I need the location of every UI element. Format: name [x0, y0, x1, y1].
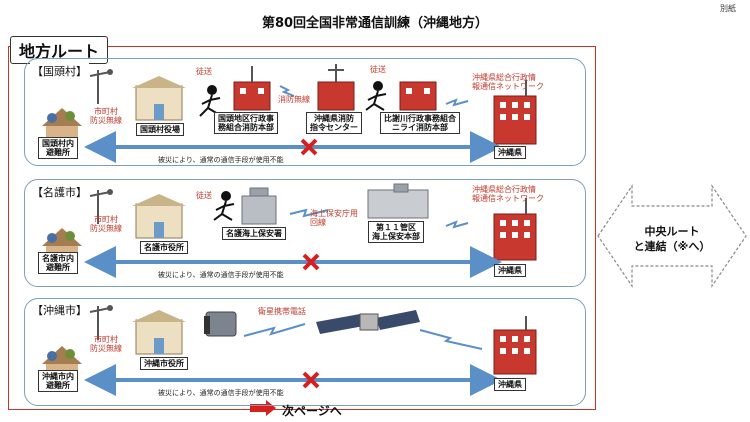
pref-network-label-2: 沖縄県総合行政情 報通信ネットワーク: [472, 185, 544, 203]
radio-label-3: 市町村 防災無線: [90, 335, 122, 353]
satellite-phone-label: 衛星携帯電話: [258, 307, 306, 316]
central-route-arrow: [597, 184, 747, 288]
okinawa-office-icon: [132, 310, 186, 355]
radio-label-2: 市町村 防災無線: [90, 215, 122, 233]
cross-mark-1: [300, 138, 318, 156]
coast-guard-office-icon: [241, 187, 277, 225]
antenna-icon-2: [89, 189, 113, 224]
fire-radio-label: 消防無線: [278, 95, 310, 104]
antenna-icon-3: [89, 305, 113, 340]
satellite-icon: [316, 310, 420, 334]
pref-label-3: 沖縄県: [494, 378, 526, 392]
cg-radio-label: 海上保安庁用 回線: [310, 209, 358, 227]
panel-nago: [24, 179, 586, 287]
fire-center-label: 沖縄県消防 指令センター: [306, 112, 362, 135]
radio-wave-4: [445, 220, 469, 229]
region-label-okinawa: 【沖縄市】: [30, 302, 89, 318]
nirai-station-icon: [399, 81, 437, 111]
attachment-label: 別紙: [720, 4, 736, 13]
region-label-nago: 【名護市】: [30, 184, 89, 200]
panel-kunigami: [24, 58, 586, 166]
delivery-label-3: 徒送: [196, 191, 212, 200]
radio-wave-1: [279, 85, 295, 97]
pref-network-label-1: 沖縄県総合行政情 報通信ネットワーク: [472, 73, 544, 91]
route-label: 地方ルート: [10, 36, 109, 64]
fire-center-icon: [317, 64, 355, 111]
satellite-phone-icon: [204, 311, 237, 337]
radio-wave-3: [289, 208, 329, 218]
delivery-label-2: 徒送: [370, 65, 386, 74]
next-page-arrow-icon: [250, 400, 276, 416]
nago-office-icon: [132, 194, 186, 239]
disaster-note-1: 被災により、通常の通信手段が使用不能: [158, 156, 284, 164]
nago-office-label: 名護市役所: [140, 241, 188, 255]
radio-wave-5: [243, 323, 306, 337]
next-page-link[interactable]: 次ページへ: [282, 404, 342, 418]
panel-okinawa: [24, 298, 586, 406]
central-route-text: 中央ルート と連結（※へ）: [633, 225, 711, 254]
person-running-icon-1: [199, 85, 221, 117]
evac-label-1: 国頭村内 避難所: [38, 137, 78, 160]
fire-station-icon-1: [233, 66, 271, 111]
radio-label-1: 市町村 防災無線: [90, 107, 122, 125]
region-label-kunigami: 【国頭村】: [30, 63, 89, 79]
antenna-icon-1: [89, 69, 113, 104]
nirai-label: 比謝川行政事務組合 ニライ消防本部: [380, 112, 460, 135]
page-title: 第80回全国非常通信訓練（沖縄地方）: [261, 16, 489, 31]
regional-route-frame: [8, 46, 596, 410]
okinawa-office-label: 沖縄市役所: [140, 357, 188, 371]
person-running-icon-2: [365, 81, 387, 111]
coast-guard-label: 名護海上保安署: [222, 227, 286, 241]
disaster-note-2: 被災により、通常の通信手段が使用不能: [158, 271, 284, 279]
village-office-label: 国頭村役場: [136, 123, 184, 137]
radio-wave-6: [419, 329, 483, 350]
delivery-label-1: 徒送: [196, 67, 212, 76]
village-office-icon: [132, 76, 186, 121]
radio-wave-2: [445, 98, 469, 107]
pref-label-1: 沖縄県: [494, 146, 526, 160]
cross-mark-3: [302, 371, 320, 389]
evac-label-3: 沖縄市内 避難所: [38, 370, 78, 393]
pref-label-2: 沖縄県: [494, 264, 526, 278]
cross-mark-2: [302, 253, 320, 271]
coast-guard-hq-icon: [367, 183, 429, 219]
coast-guard-hq-label: 第１１管区 海上保安本部: [368, 221, 424, 244]
fire-office-label: 国頭地区行政事 務組合消防本部: [214, 112, 278, 135]
person-running-icon-3: [213, 191, 235, 221]
evac-label-2: 名護市内 避難所: [38, 252, 78, 275]
disaster-note-3: 被災により、通常の通信手段が使用不能: [158, 389, 284, 397]
